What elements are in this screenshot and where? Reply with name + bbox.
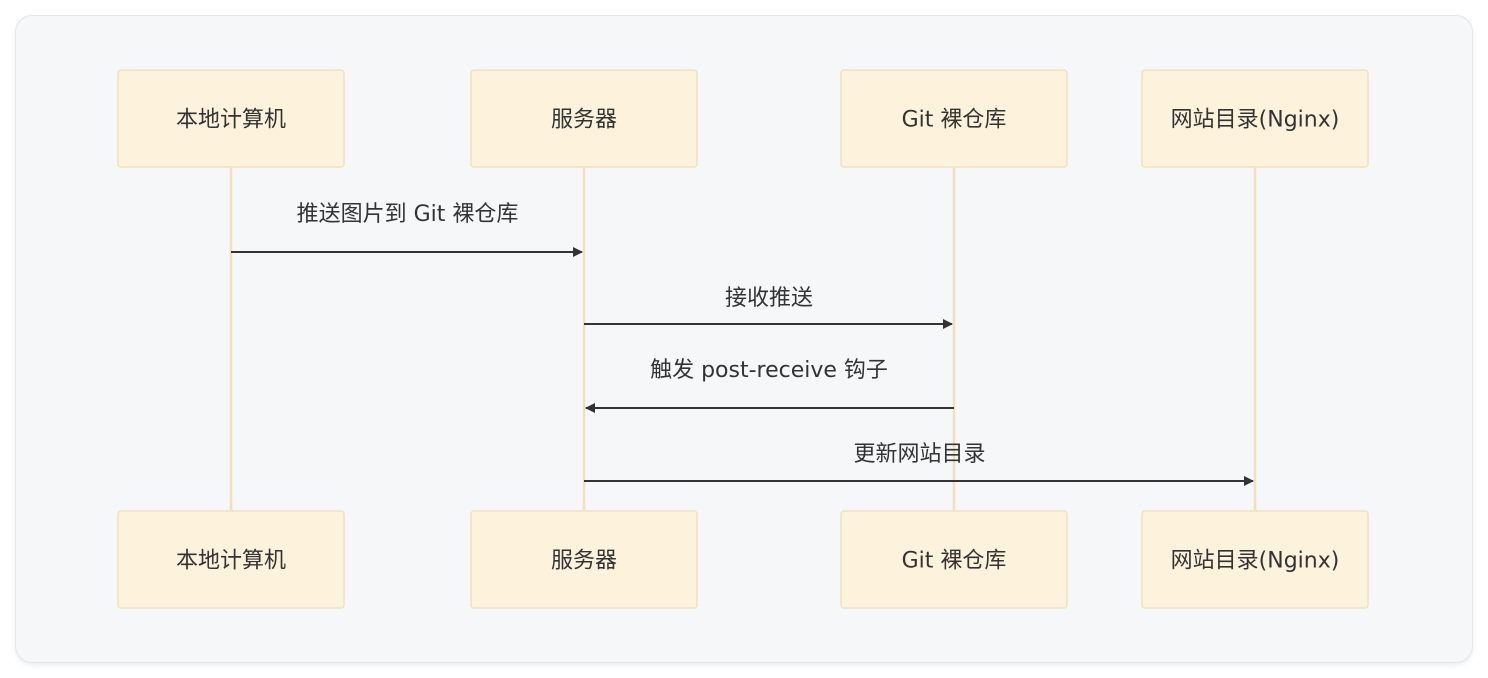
participant-box [470, 69, 698, 168]
participant-box [840, 69, 1068, 168]
participant-box [470, 510, 698, 609]
message-label: 推送图片到 Git 裸仓库 [297, 202, 519, 227]
participant-label: 网站目录(Nginx) [1171, 108, 1340, 133]
participant-local-top: 本地计算机 [117, 69, 345, 168]
lifelines [229, 167, 1257, 511]
participant-web-bottom: 网站目录(Nginx) [1141, 510, 1369, 609]
participant-box [1141, 69, 1369, 168]
participant-box [117, 510, 345, 609]
message-label: 触发 post-receive 钩子 [650, 358, 888, 383]
participant-label: Git 裸仓库 [902, 108, 1007, 133]
participant-repo-bottom: Git 裸仓库 [840, 510, 1068, 609]
participant-repo-top: Git 裸仓库 [840, 69, 1068, 168]
participant-box [1141, 510, 1369, 609]
participants-top: 本地计算机 服务器 Git 裸仓库 网站目录(Nginx) [117, 69, 1369, 168]
message-label: 接收推送 [725, 286, 813, 311]
participant-server-top: 服务器 [470, 69, 698, 168]
participant-web-top: 网站目录(Nginx) [1141, 69, 1369, 168]
participant-label: 网站目录(Nginx) [1171, 549, 1340, 574]
participant-server-bottom: 服务器 [470, 510, 698, 609]
participant-box [840, 510, 1068, 609]
message-server-to-web: 更新网站目录 [584, 442, 1254, 486]
message-label: 更新网站目录 [853, 442, 985, 467]
message-server-to-repo: 接收推送 [584, 286, 953, 329]
participant-label: 服务器 [551, 549, 617, 574]
participants-bottom: 本地计算机 服务器 Git 裸仓库 网站目录(Nginx) [117, 510, 1369, 609]
participant-label: 服务器 [551, 108, 617, 133]
participant-label: 本地计算机 [176, 108, 286, 133]
participant-box [117, 69, 345, 168]
message-repo-to-server: 触发 post-receive 钩子 [585, 358, 954, 413]
message-local-to-server: 推送图片到 Git 裸仓库 [231, 202, 583, 257]
participant-label: 本地计算机 [176, 549, 286, 574]
participant-label: Git 裸仓库 [902, 549, 1007, 574]
participant-local-bottom: 本地计算机 [117, 510, 345, 609]
